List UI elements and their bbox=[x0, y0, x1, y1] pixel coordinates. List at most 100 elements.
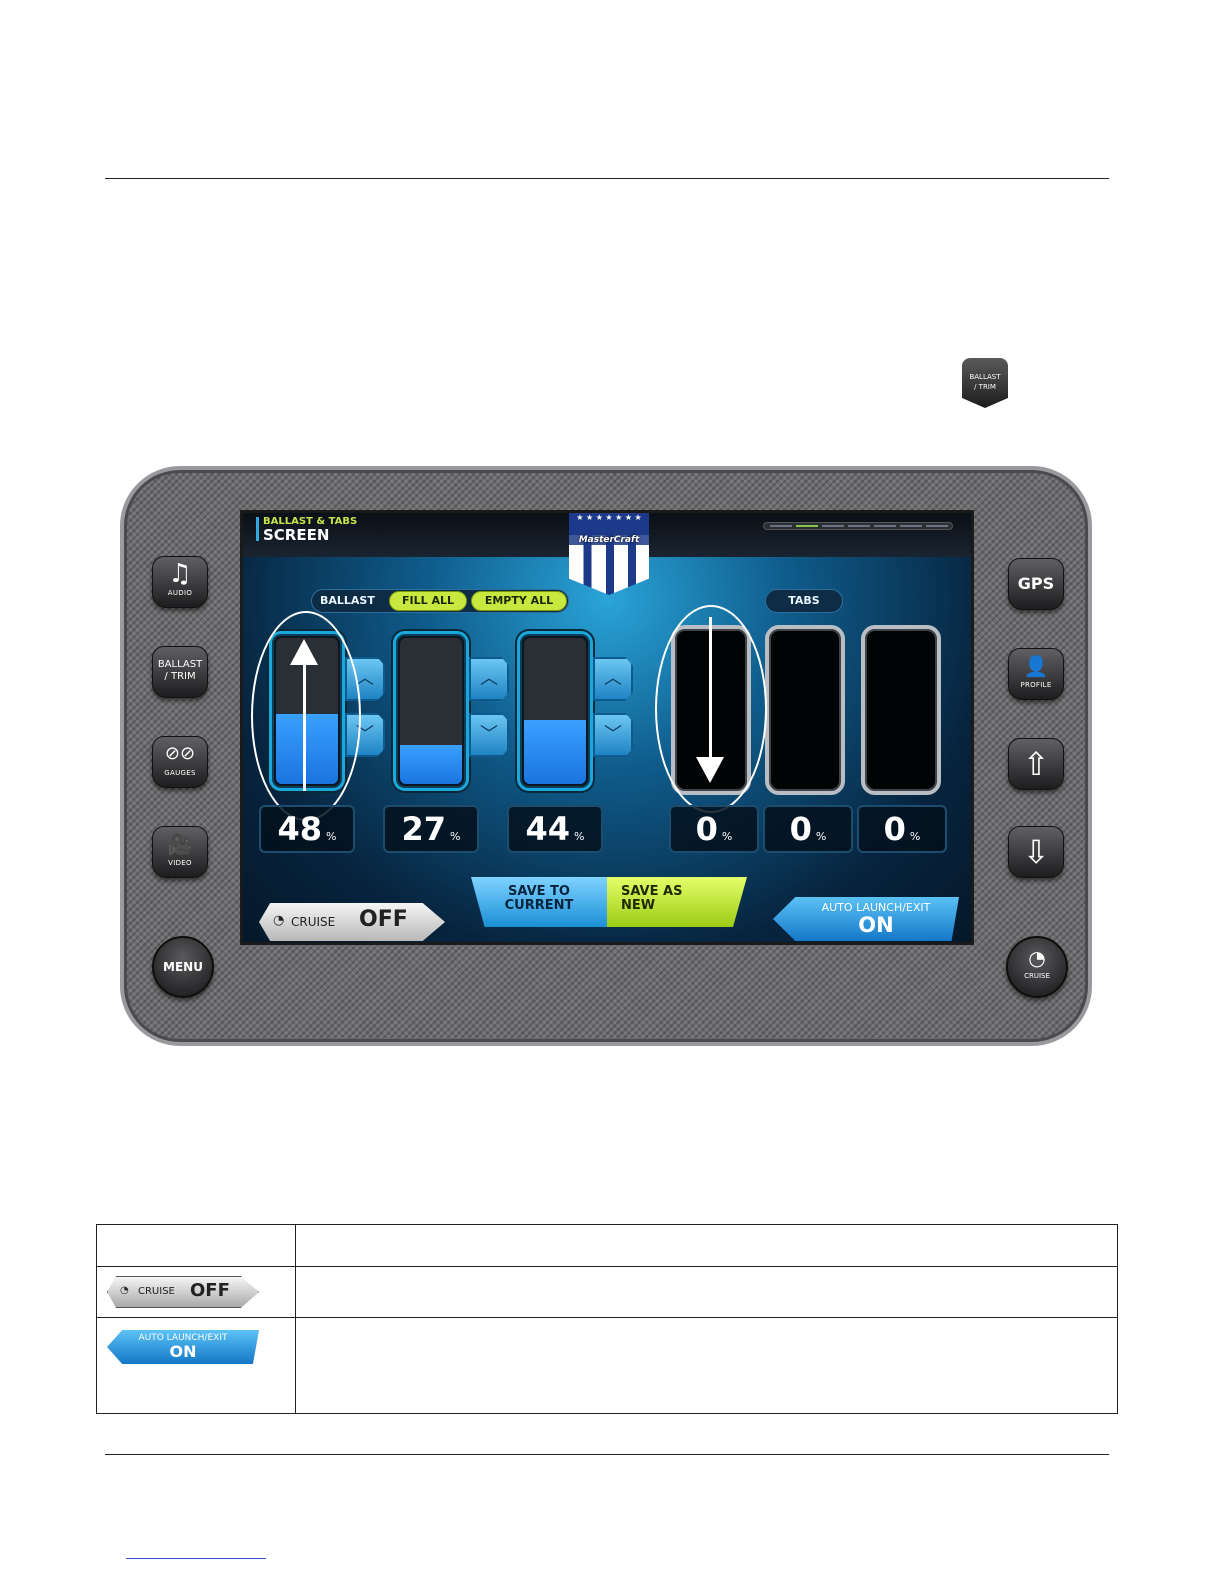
table-cell bbox=[295, 1317, 1118, 1414]
down-arrow-button[interactable]: ⇩ bbox=[1008, 826, 1064, 878]
screen-subtitle: BALLAST & TABS bbox=[263, 516, 358, 527]
tank-2-down-button[interactable]: ﹀ bbox=[469, 713, 509, 757]
table-auto-launch-label: AUTO LAUNCH/EXIT bbox=[138, 1333, 228, 1343]
ballast-3-readout: 44% bbox=[507, 805, 603, 853]
chevron-up-icon: ︿ bbox=[356, 668, 374, 689]
video-button-label: VIDEO bbox=[168, 859, 192, 867]
footer-rule bbox=[105, 1454, 1109, 1455]
ballast-trim-key-icon: BALLAST / TRIM bbox=[962, 358, 1008, 408]
controls-table: ◔ CRUISE OFF AUTO LAUNCH/EXIT ON bbox=[96, 1224, 1118, 1414]
touch-screen: BALLAST & TABS SCREEN ★ ★ ★ ★ ★ ★ ★ Mast… bbox=[240, 510, 974, 945]
tab-1-value: 0 bbox=[695, 810, 718, 848]
empty-all-label: EMPTY ALL bbox=[484, 594, 554, 607]
ballast-trim-key-label-2: / TRIM bbox=[974, 383, 996, 391]
tank-3-down-button[interactable]: ﹀ bbox=[593, 713, 633, 757]
signal-indicator bbox=[763, 522, 953, 530]
cruise-hard-button-label: CRUISE bbox=[1024, 972, 1050, 980]
tabs-header: TABS bbox=[765, 589, 843, 613]
ballast-label: BALLAST bbox=[320, 594, 375, 607]
ballast-tank-2[interactable] bbox=[393, 631, 469, 791]
tab-gauge-2[interactable] bbox=[765, 625, 845, 795]
tabs-label: TABS bbox=[788, 594, 820, 607]
chevron-down-icon: ﹀ bbox=[480, 724, 498, 745]
table-cell: ◔ CRUISE OFF bbox=[96, 1266, 296, 1318]
tank-fill-level bbox=[400, 744, 462, 784]
percent-unit: % bbox=[909, 830, 921, 843]
tank-fill-level bbox=[524, 719, 586, 784]
down-arrow-shaft bbox=[709, 617, 712, 757]
table-cruise-state: OFF bbox=[190, 1280, 230, 1301]
table-cell bbox=[295, 1266, 1118, 1318]
gauges-button[interactable]: ⊘⊘ GAUGES bbox=[152, 736, 208, 788]
percent-unit: % bbox=[721, 830, 733, 843]
percent-unit: % bbox=[574, 830, 585, 843]
ballast-trim-button[interactable]: BALLAST / TRIM bbox=[152, 646, 208, 698]
ballast-trim-key-label: BALLAST bbox=[969, 373, 1001, 381]
audio-button[interactable]: ♫ AUDIO bbox=[152, 556, 208, 608]
fill-all-button[interactable]: FILL ALL bbox=[389, 591, 467, 611]
ballast-1-value: 48 bbox=[277, 810, 323, 848]
cruise-toggle[interactable]: ◔ CRUISE OFF bbox=[259, 903, 445, 941]
table-cell bbox=[96, 1224, 296, 1267]
fill-all-label: FILL ALL bbox=[402, 594, 454, 607]
screen-title: SCREEN bbox=[263, 526, 330, 544]
table-header-row bbox=[96, 1224, 1118, 1267]
chevron-up-icon: ︿ bbox=[480, 668, 498, 689]
profile-button[interactable]: 👤 PROFILE bbox=[1008, 648, 1064, 700]
logo-wordmark: MasterCraft bbox=[569, 535, 649, 545]
chevron-down-icon: ﹀ bbox=[604, 724, 622, 745]
save-to-current-label-2: CURRENT bbox=[504, 898, 574, 913]
video-button[interactable]: 🎥 VIDEO bbox=[152, 826, 208, 878]
up-arrow-button[interactable]: ⇧ bbox=[1008, 738, 1064, 790]
cruise-off-image: ◔ CRUISE OFF bbox=[107, 1276, 259, 1308]
down-arrow-icon: ⇩ bbox=[1022, 833, 1050, 871]
gauges-icon: ⊘⊘ bbox=[164, 743, 196, 764]
menu-button-label: MENU bbox=[163, 960, 203, 974]
table-row: AUTO LAUNCH/EXIT ON bbox=[96, 1317, 1118, 1414]
down-arrow-head-icon bbox=[696, 757, 724, 783]
gps-button-label: GPS bbox=[1017, 574, 1055, 593]
mastercraft-logo: ★ ★ ★ ★ ★ ★ ★ MasterCraft bbox=[569, 513, 649, 595]
ballast-1-readout: 48% bbox=[259, 805, 355, 853]
percent-unit: % bbox=[815, 830, 827, 843]
auto-launch-exit-toggle[interactable]: AUTO LAUNCH/EXIT ON bbox=[773, 897, 959, 941]
gps-button[interactable]: GPS bbox=[1008, 558, 1064, 610]
ballast-2-readout: 27% bbox=[383, 805, 479, 853]
speedometer-icon: ◔ bbox=[273, 913, 285, 928]
save-as-new-label-2: NEW bbox=[621, 898, 656, 913]
tab-3-value: 0 bbox=[883, 810, 906, 848]
tank-3-up-button[interactable]: ︿ bbox=[593, 657, 633, 701]
empty-all-button[interactable]: EMPTY ALL bbox=[471, 591, 567, 611]
tab-3-readout: 0% bbox=[857, 805, 947, 853]
table-auto-launch-state: ON bbox=[169, 1342, 197, 1361]
tank-2-up-button[interactable]: ︿ bbox=[469, 657, 509, 701]
auto-launch-label: AUTO LAUNCH/EXIT bbox=[821, 901, 931, 914]
music-note-icon: ♫ bbox=[168, 559, 192, 589]
cruise-state: OFF bbox=[359, 907, 408, 932]
cruise-hard-button[interactable]: ◔ CRUISE bbox=[1006, 936, 1068, 998]
save-as-new-button[interactable]: SAVE AS NEW bbox=[607, 877, 747, 927]
menu-button[interactable]: MENU bbox=[152, 936, 214, 998]
auto-launch-on-image: AUTO LAUNCH/EXIT ON bbox=[107, 1330, 259, 1364]
logo-stars: ★ ★ ★ ★ ★ ★ ★ bbox=[569, 513, 649, 535]
ballast-tank-3[interactable] bbox=[517, 631, 593, 791]
tab-1-readout: 0% bbox=[669, 805, 759, 853]
tab-2-value: 0 bbox=[789, 810, 812, 848]
video-camera-icon: 🎥 bbox=[167, 832, 193, 856]
speedometer-icon: ◔ bbox=[1028, 946, 1046, 970]
footer-link-underline bbox=[126, 1558, 266, 1559]
ballast-3-value: 44 bbox=[525, 810, 571, 848]
table-cell: AUTO LAUNCH/EXIT ON bbox=[96, 1317, 296, 1414]
up-arrow-icon: ⇧ bbox=[1022, 745, 1050, 783]
tab-2-readout: 0% bbox=[763, 805, 853, 853]
save-as-new-label: SAVE AS bbox=[621, 884, 683, 899]
auto-launch-state: ON bbox=[858, 913, 894, 937]
audio-button-label: AUDIO bbox=[167, 589, 193, 597]
profile-icon: 👤 bbox=[1023, 654, 1049, 678]
percent-unit: % bbox=[326, 830, 337, 843]
save-to-current-label: SAVE TO bbox=[508, 884, 570, 899]
tab-gauge-3[interactable] bbox=[861, 625, 941, 795]
save-to-current-button[interactable]: SAVE TO CURRENT bbox=[471, 877, 607, 927]
table-row: ◔ CRUISE OFF bbox=[96, 1266, 1118, 1318]
up-arrow-head-icon bbox=[290, 639, 318, 665]
